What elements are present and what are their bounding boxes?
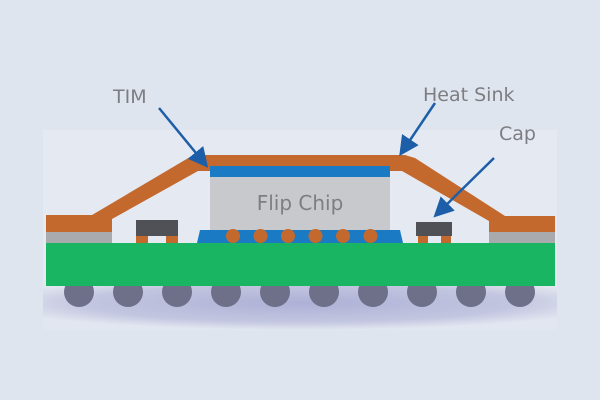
solder-bump (253, 229, 268, 243)
solder-bump (363, 229, 378, 243)
cap-label: Cap (499, 123, 536, 145)
right-stiffener (489, 232, 555, 243)
tim-arrow (158, 107, 209, 168)
heat-sink (46, 155, 555, 232)
left-cap-body (136, 220, 178, 236)
heat-sink-arrow (399, 102, 437, 157)
solder-bump (281, 229, 295, 243)
underfill (197, 230, 403, 243)
substrate (46, 243, 555, 286)
right-cap-body (416, 222, 452, 236)
bumps (226, 229, 378, 243)
tim-label: TIM (112, 86, 147, 108)
left-stiffener (46, 232, 112, 243)
left-cap-pad (166, 236, 178, 243)
right-cap-pad (418, 236, 428, 243)
right-cap-pad (441, 236, 451, 243)
left-cap-pad (136, 236, 148, 243)
flip-chip-label: Flip Chip (257, 191, 344, 215)
solder-bump (308, 229, 323, 243)
solder-bump (336, 229, 350, 243)
tim-layer (210, 166, 390, 177)
flip-chip (210, 177, 390, 230)
solder-bump (226, 229, 240, 243)
cap-arrow (433, 157, 495, 218)
heat-sink-label: Heat Sink (423, 84, 515, 106)
